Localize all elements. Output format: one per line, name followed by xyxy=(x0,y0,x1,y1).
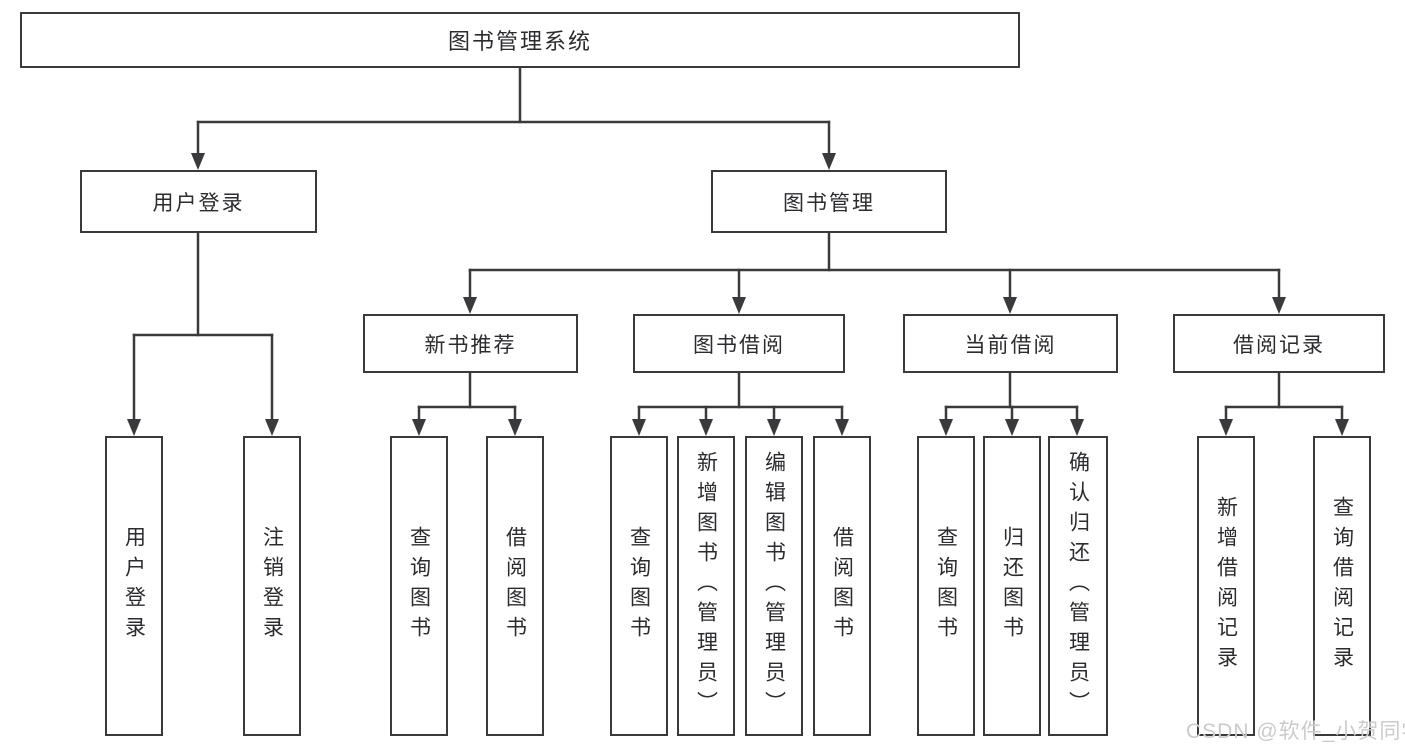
leaf-add-book-admin-label: 新增图书（管理员） xyxy=(694,451,718,721)
leaf-add-borrow-record: 新增借阅记录 xyxy=(1197,436,1255,736)
leaf-query-borrow-record-label: 查询借阅记录 xyxy=(1330,496,1354,676)
leaf-return-books: 归还图书 xyxy=(983,436,1041,736)
leaf-borrow-books-borrowing: 借阅图书 xyxy=(813,436,871,736)
leaf-add-book-admin: 新增图书（管理员） xyxy=(677,436,735,736)
node-new-book-recommend: 新书推荐 xyxy=(363,314,578,373)
leaf-edit-book-admin-label: 编辑图书（管理员） xyxy=(762,451,786,721)
leaf-query-borrow-record: 查询借阅记录 xyxy=(1313,436,1371,736)
leaf-confirm-return-admin-label: 确认归还（管理员） xyxy=(1066,451,1090,721)
node-user-login: 用户登录 xyxy=(80,170,317,233)
leaf-query-books-recommend: 查询图书 xyxy=(390,436,448,736)
node-new-book-recommend-label: 新书推荐 xyxy=(424,333,517,357)
node-borrowing-records-label: 借阅记录 xyxy=(1233,333,1325,357)
leaf-query-books-borrowing: 查询图书 xyxy=(610,436,668,736)
leaf-add-borrow-record-label: 新增借阅记录 xyxy=(1214,496,1238,676)
node-book-management: 图书管理 xyxy=(711,170,947,233)
leaf-user-login-label: 用户登录 xyxy=(122,526,146,646)
leaf-query-books-current-label: 查询图书 xyxy=(934,526,958,646)
leaf-confirm-return-admin: 确认归还（管理员） xyxy=(1048,436,1108,736)
node-system-root: 图书管理系统 xyxy=(20,12,1020,68)
leaf-query-books-borrowing-label: 查询图书 xyxy=(627,526,651,646)
node-borrowing-records: 借阅记录 xyxy=(1173,314,1385,373)
leaf-query-books-recommend-label: 查询图书 xyxy=(407,526,431,646)
node-book-borrowing: 图书借阅 xyxy=(633,314,845,373)
leaf-logout: 注销登录 xyxy=(243,436,301,736)
leaf-borrow-books-recommend-label: 借阅图书 xyxy=(503,526,527,646)
leaf-borrow-books-borrowing-label: 借阅图书 xyxy=(830,526,854,646)
node-book-management-label: 图书管理 xyxy=(783,191,875,215)
node-user-login-label: 用户登录 xyxy=(152,191,245,215)
leaf-query-books-current: 查询图书 xyxy=(917,436,975,736)
leaf-return-books-label: 归还图书 xyxy=(1000,526,1024,646)
node-system-root-label: 图书管理系统 xyxy=(447,29,592,54)
node-book-borrowing-label: 图书借阅 xyxy=(693,333,785,357)
leaf-borrow-books-recommend: 借阅图书 xyxy=(486,436,544,736)
node-current-borrowing-label: 当前借阅 xyxy=(964,333,1057,357)
leaf-logout-label: 注销登录 xyxy=(260,526,284,646)
watermark: CSDN @软件_小贺同学 xyxy=(1186,720,1405,743)
leaf-user-login: 用户登录 xyxy=(105,436,163,736)
node-current-borrowing: 当前借阅 xyxy=(903,314,1118,373)
leaf-edit-book-admin: 编辑图书（管理员） xyxy=(745,436,803,736)
